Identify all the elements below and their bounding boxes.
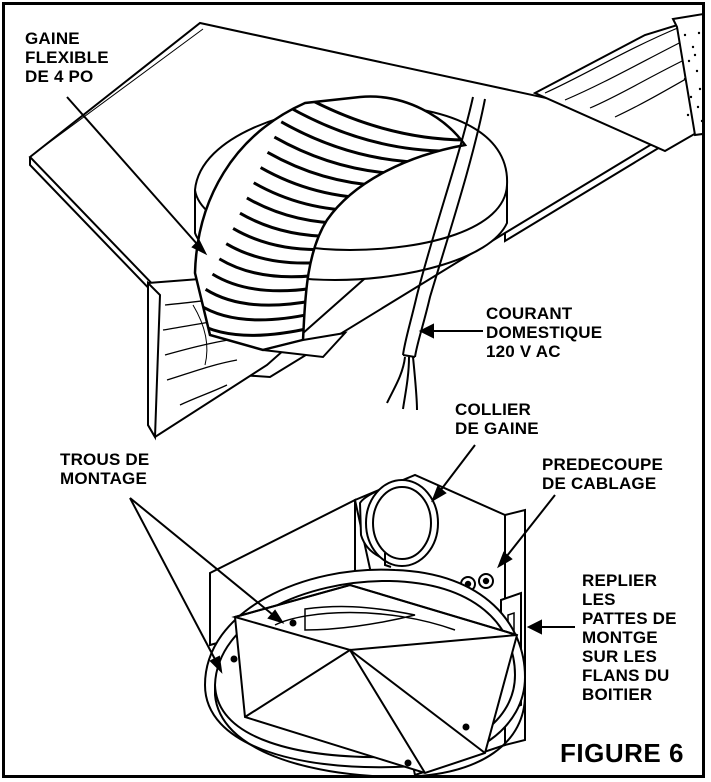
- flex-duct-label: GAINE FLEXIBLE DE 4 PO: [25, 29, 109, 86]
- power-cable: [386, 96, 486, 411]
- upper-joist: [532, 13, 702, 153]
- duct-collar-label: COLLIER DE GAINE: [455, 400, 539, 438]
- leader-lines: [66, 96, 575, 674]
- wiring-knockout-label: PREDECOUPE DE CABLAGE: [542, 455, 664, 493]
- installation-drawing: [28, 13, 702, 775]
- joist-end-grain: [683, 31, 702, 123]
- figure-title: FIGURE 6: [560, 738, 684, 768]
- duct-ring: [294, 96, 465, 142]
- house-current-label: COURANT DOMESTIQUE 120 V AC: [486, 304, 603, 361]
- grille: [231, 583, 519, 775]
- fold-tabs-label: REPLIER LES PATTES DE MONTGE SUR LES FLA…: [582, 571, 677, 704]
- mounting-holes-label: TROUS DE MONTAGE: [60, 450, 150, 488]
- duct-ring: [287, 105, 459, 153]
- mounting-holes-dots: [230, 619, 470, 767]
- duct-collar: [358, 479, 439, 568]
